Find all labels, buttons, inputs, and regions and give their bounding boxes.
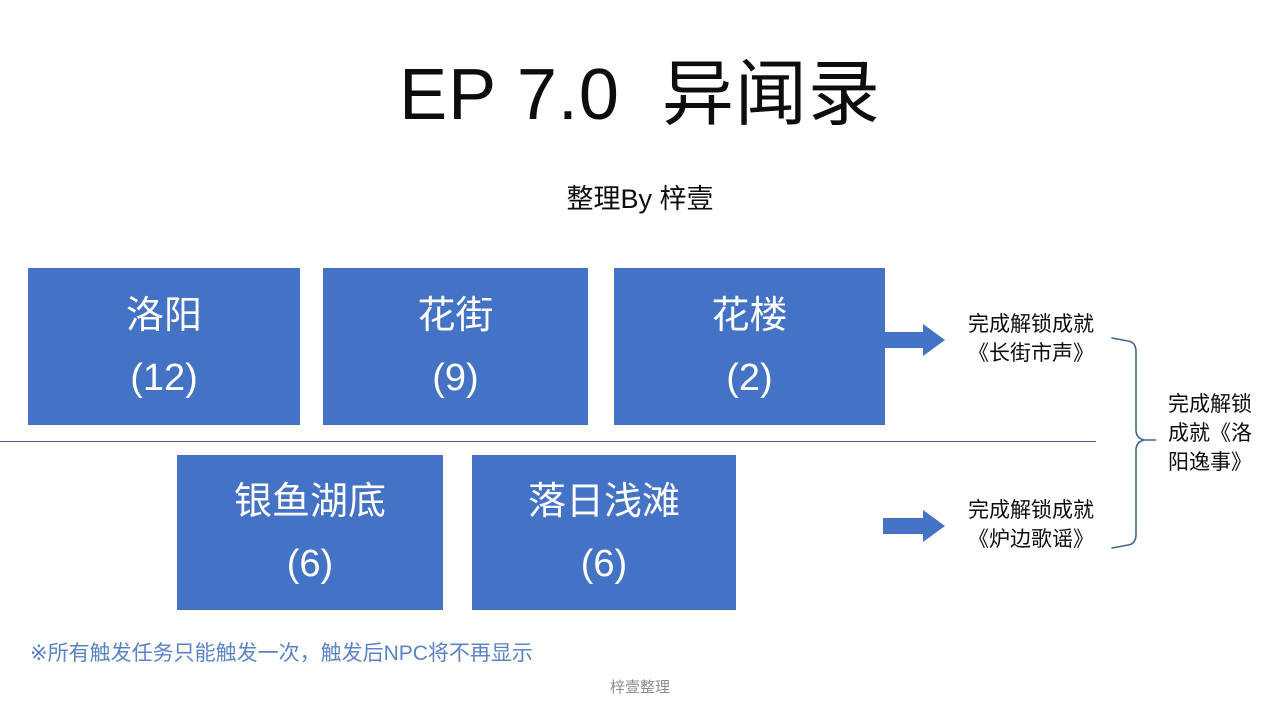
location-box-count: (6) <box>286 542 334 585</box>
horizontal-divider <box>0 441 1096 442</box>
location-box-count: (6) <box>580 542 628 585</box>
right-arrow-icon <box>883 510 945 542</box>
right-arrow-icon <box>883 324 945 356</box>
footer-credit: 梓壹整理 <box>609 679 670 696</box>
curly-brace-icon <box>1111 337 1156 549</box>
location-box-luoriqiantan[interactable]: 落日浅滩 (6) <box>472 455 736 610</box>
location-box-count: (2) <box>726 356 773 399</box>
location-box-luoyang[interactable]: 洛阳 (12) <box>28 268 300 425</box>
location-box-count: (9) <box>432 356 479 399</box>
page-title: EP 7.0 异闻录 <box>399 55 881 135</box>
location-box-label: 洛阳 <box>125 294 202 337</box>
location-box-label: 花楼 <box>711 294 788 337</box>
location-box-huajie[interactable]: 花街 (9) <box>323 268 588 425</box>
location-box-yinyuhudi[interactable]: 银鱼湖底 (6) <box>177 455 443 610</box>
achievement-annotation-brace: 完成解锁成就《洛阳逸事》 <box>1168 393 1252 474</box>
achievement-annotation-top: 完成解锁成就 《长街市声》 <box>968 313 1094 365</box>
page-subtitle: 整理By 梓壹 <box>566 184 714 214</box>
location-box-label: 银鱼湖底 <box>233 480 386 523</box>
location-box-label: 花街 <box>417 294 494 337</box>
location-box-count: (12) <box>130 356 198 399</box>
location-box-label: 落日浅滩 <box>527 480 680 523</box>
location-box-hualou[interactable]: 花楼 (2) <box>614 268 885 425</box>
footnote-text: ※所有触发任务只能触发一次，触发后NPC将不再显示 <box>30 642 533 665</box>
achievement-annotation-bottom: 完成解锁成就 《炉边歌谣》 <box>968 499 1094 551</box>
